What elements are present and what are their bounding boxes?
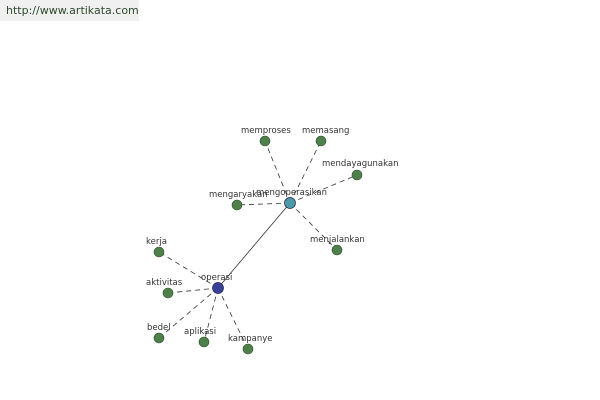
node-mendayagunakan[interactable] bbox=[351, 169, 363, 181]
label-aplikasi[interactable]: aplikasi bbox=[184, 327, 216, 337]
edge-operasi-kampanye bbox=[217, 287, 249, 350]
label-aktivitas[interactable]: aktivitas bbox=[146, 278, 183, 288]
label-memasang[interactable]: memasang bbox=[302, 126, 349, 136]
label-bedel[interactable]: bedel bbox=[147, 323, 171, 333]
label-kerja[interactable]: kerja bbox=[146, 237, 167, 247]
edge-mengoperasikan-mengaryakan bbox=[236, 202, 291, 206]
hub-node-operasi[interactable] bbox=[212, 282, 224, 294]
label-mendayagunakan[interactable]: mendayagunakan bbox=[322, 159, 399, 169]
node-aplikasi[interactable] bbox=[198, 336, 210, 348]
edge-operasi-aktivitas bbox=[167, 287, 219, 294]
edge-mengoperasikan-memproses bbox=[264, 140, 291, 204]
node-mengaryakan[interactable] bbox=[231, 199, 243, 211]
hub-label-operasi[interactable]: operasi bbox=[201, 273, 232, 283]
node-memproses[interactable] bbox=[259, 135, 271, 147]
edge-operasi-mengoperasikan bbox=[217, 202, 291, 289]
edge-mengoperasikan-memasang bbox=[289, 140, 322, 204]
edges-layer bbox=[158, 140, 358, 350]
node-menjalankan[interactable] bbox=[331, 244, 343, 256]
node-kampanye[interactable] bbox=[242, 343, 254, 355]
label-memproses[interactable]: memproses bbox=[241, 126, 291, 136]
node-memasang[interactable] bbox=[315, 135, 327, 147]
edge-operasi-bedel bbox=[158, 287, 219, 339]
source-url-link[interactable]: http://www.artikata.com bbox=[6, 4, 139, 17]
hub-label-mengoperasikan[interactable]: mengoperasikan bbox=[256, 188, 327, 198]
edge-operasi-kerja bbox=[158, 251, 219, 289]
hub-node-mengoperasikan[interactable] bbox=[284, 197, 296, 209]
label-menjalankan[interactable]: menjalankan bbox=[310, 235, 365, 245]
node-kerja[interactable] bbox=[153, 246, 165, 258]
nodes-layer bbox=[153, 135, 363, 355]
edge-operasi-aplikasi bbox=[203, 287, 219, 343]
edge-mengoperasikan-menjalankan bbox=[289, 202, 338, 251]
node-bedel[interactable] bbox=[153, 332, 165, 344]
node-aktivitas[interactable] bbox=[162, 287, 174, 299]
label-kampanye[interactable]: kampanye bbox=[228, 334, 273, 344]
source-url-banner[interactable]: http://www.artikata.com bbox=[0, 0, 139, 21]
labels-layer: kerja aktivitas bedel aplikasi kampanye mempr… bbox=[146, 126, 399, 344]
label-mengaryakan[interactable]: mengaryakan bbox=[209, 190, 268, 200]
edge-mengoperasikan-mendayagunakan bbox=[289, 174, 358, 204]
